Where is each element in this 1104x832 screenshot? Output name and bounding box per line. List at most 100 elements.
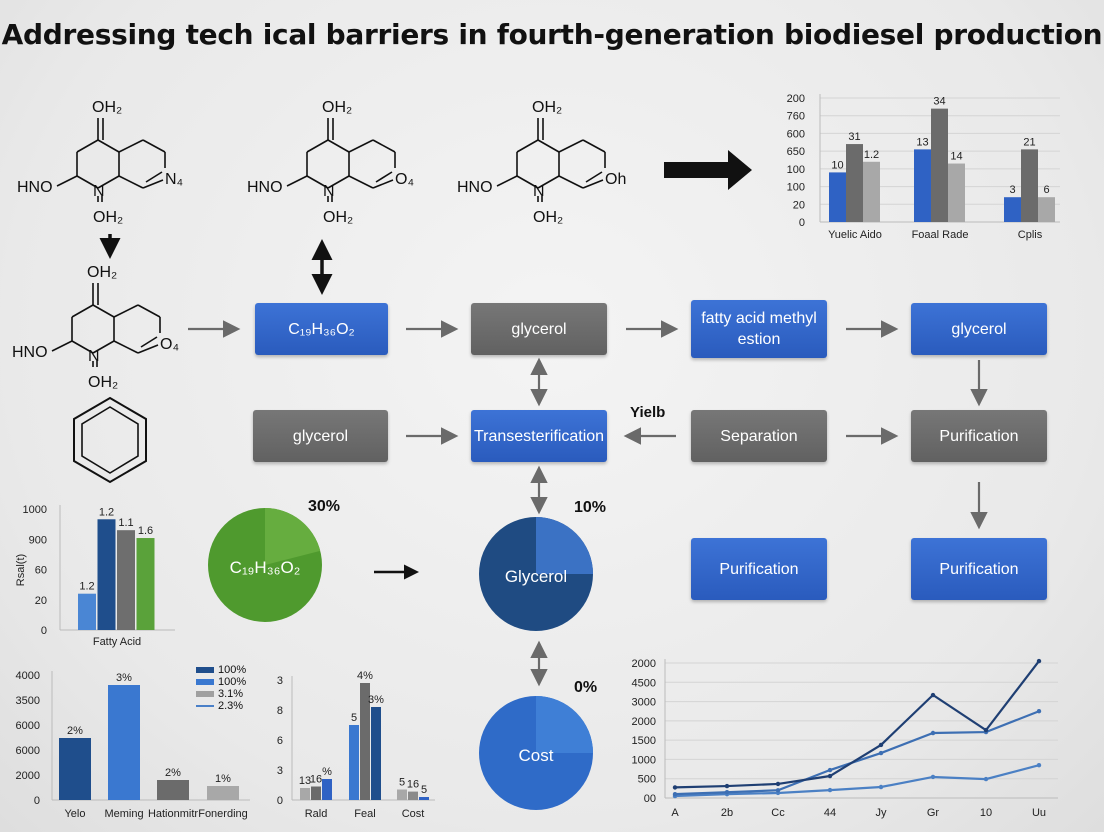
bar [207, 786, 239, 800]
y-tick-label: 6000 [16, 720, 40, 732]
flow-box-transesterification[interactable]: Transesterification [471, 410, 607, 462]
y-tick-label: 200 [787, 93, 805, 105]
line-series [674, 764, 1040, 798]
flow-box-glycerol-2[interactable]: glycerol [911, 303, 1047, 355]
atom-label-bottom: OH₂ [88, 374, 118, 391]
y-tick-label: 0 [34, 795, 40, 807]
bond-line [537, 139, 560, 153]
bar [157, 780, 189, 800]
bond-line [327, 139, 350, 153]
bond-line [372, 179, 394, 189]
y-tick-label: 8 [277, 705, 283, 717]
bar [1021, 149, 1038, 222]
atom-label-left: HNO [17, 179, 53, 196]
x-tick-label: 10 [980, 807, 992, 819]
x-tick-label: Jy [876, 807, 888, 819]
bar [97, 519, 116, 630]
data-point [672, 791, 678, 797]
atom-label-n: N [93, 183, 105, 200]
flow-box-fatty-acid-methyl-ester[interactable]: fatty acid methyl estion [691, 300, 827, 358]
y-tick-label: 1000 [632, 754, 656, 766]
bar-value-label: 5 [421, 784, 427, 796]
atom-label-top: OH₂ [87, 264, 117, 281]
flow-box-separation[interactable]: Separation [691, 410, 827, 462]
y-tick-label: 900 [29, 534, 47, 546]
bar [78, 593, 96, 630]
bond-line [582, 179, 604, 189]
x-tick-label: Cc [771, 807, 785, 819]
atom-label-n: N [323, 183, 335, 200]
flow-box-c19h36o2[interactable]: C₁₉H₃₆O₂ [255, 303, 388, 355]
bond-line [327, 175, 350, 189]
bar [136, 538, 155, 630]
atom-label-n: N [533, 183, 545, 200]
y-tick-label: 2000 [632, 658, 656, 670]
bond-line [372, 139, 396, 153]
bar-value-label: 14 [950, 151, 962, 163]
bar-value-label: 5 [399, 777, 405, 789]
flow-box-purification[interactable]: Purification [911, 410, 1047, 462]
x-tick-label: Foaal Rade [912, 229, 969, 241]
y-tick-label: 500 [638, 774, 656, 786]
bar [371, 707, 381, 800]
bond-line [558, 139, 584, 153]
bar-value-label: 1.6 [138, 525, 153, 537]
legend-swatch [196, 691, 214, 697]
flow-box-purification-3[interactable]: Purification [911, 538, 1047, 600]
bar-value-label: 2% [165, 767, 181, 779]
bond-line [375, 171, 393, 183]
bar-value-label: 1% [215, 773, 231, 785]
pie-label: Glycerol [505, 567, 567, 586]
flow-box-glycerol[interactable]: glycerol [471, 303, 607, 355]
pie-label: Cost [519, 746, 554, 765]
data-point [827, 787, 833, 793]
pie-chart-c19h36o2: C₁₉H₃₆O₂ [208, 508, 322, 622]
bond-line [92, 340, 115, 354]
bar [311, 786, 321, 800]
bar [931, 108, 948, 222]
atom-label-bottom: OH₂ [533, 209, 563, 226]
y-tick-label: 1000 [23, 504, 47, 516]
legend-swatch [196, 679, 214, 685]
y-tick-label: 760 [787, 111, 805, 123]
y-tick-label: 3000 [632, 697, 656, 709]
bonds [286, 118, 396, 202]
data-point [672, 785, 678, 790]
bond-line [76, 175, 99, 189]
bonds [496, 118, 606, 202]
pie-percent-label: 30% [308, 498, 341, 515]
atom-label-top: OH₂ [532, 99, 562, 116]
line-series [674, 660, 1040, 789]
bond-line [516, 139, 539, 153]
bar-value-label: 5 [351, 712, 357, 724]
bond-line [137, 304, 161, 318]
y-tick-label: 3 [277, 675, 283, 687]
y-tick-label: 1500 [632, 735, 656, 747]
flow-box-glycerol-3[interactable]: glycerol [253, 410, 388, 462]
legend-item: 2.3% [196, 700, 246, 712]
line-series [674, 710, 1040, 796]
bar-value-label: 1.2 [99, 506, 114, 518]
data-point [724, 790, 730, 795]
x-tick-label: 44 [824, 807, 836, 819]
bond-line [286, 175, 308, 187]
bond-line [113, 304, 139, 318]
flow-box-purification-2[interactable]: Purification [691, 538, 827, 600]
legend-swatch [196, 667, 214, 673]
bar-value-label: 3 [1009, 184, 1015, 196]
bar-value-label: 34 [933, 96, 945, 108]
data-point [827, 773, 833, 779]
y-tick-label: 2000 [16, 770, 40, 782]
pie-slice-highlight [536, 696, 593, 753]
bar [408, 791, 418, 800]
data-point [878, 750, 884, 756]
bond-line [51, 340, 73, 352]
bar [419, 797, 429, 800]
data-point [1036, 658, 1042, 664]
bar-value-label: % [322, 766, 332, 778]
atom-label-left: HNO [247, 179, 283, 196]
